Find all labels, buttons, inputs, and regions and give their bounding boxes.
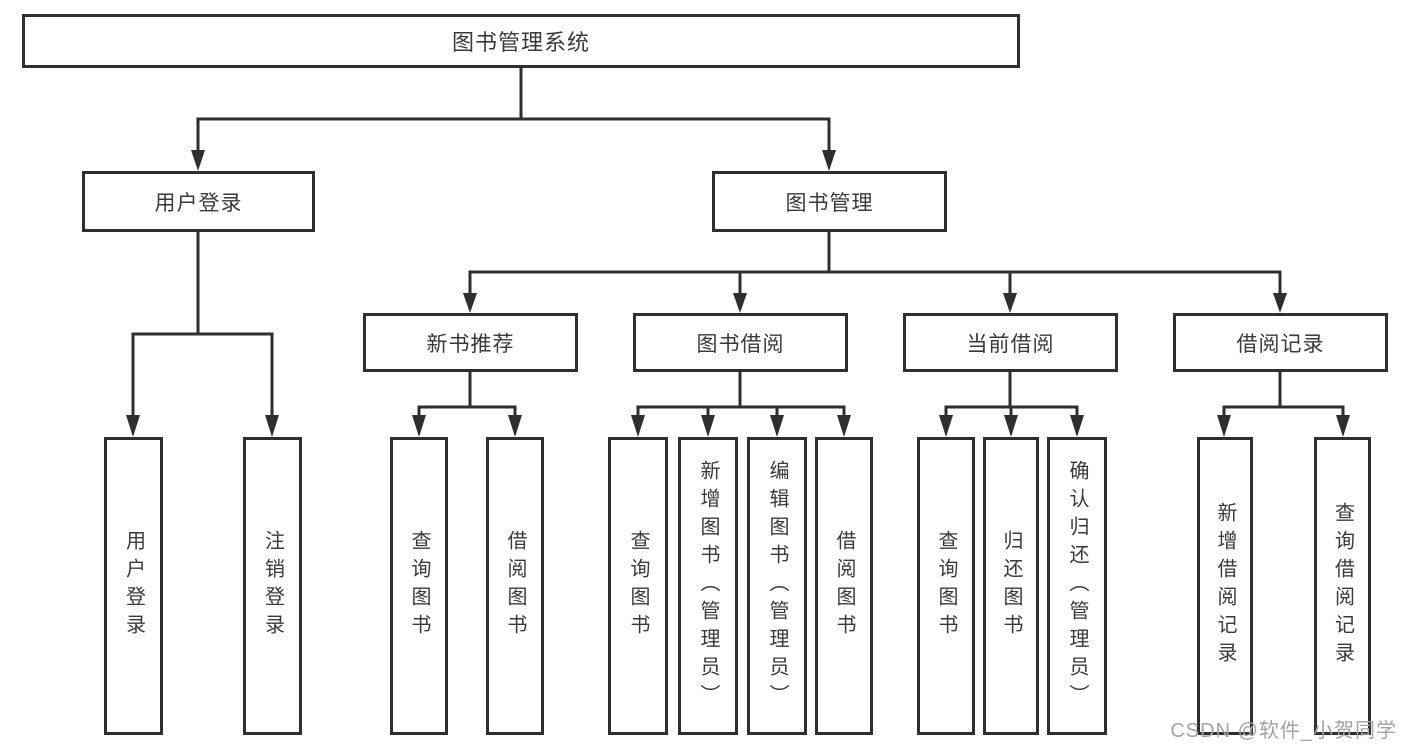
leaf-records-query: 查询借阅记录 <box>1314 437 1371 735</box>
node-user-login: 用户登录 <box>82 171 315 232</box>
leaf-newbook-query: 查询图书 <box>390 437 448 735</box>
node-label: 当前借阅 <box>966 332 1055 356</box>
leaf-label: 用户登录 <box>122 530 145 642</box>
node-label: 图书借阅 <box>696 332 785 356</box>
node-book-management: 图书管理 <box>712 171 947 232</box>
leaf-records-add: 新增借阅记录 <box>1197 437 1253 735</box>
leaf-label: 查询图书 <box>935 530 957 642</box>
node-label: 图书管理系统 <box>451 30 590 55</box>
leaf-user-login: 用户登录 <box>104 437 163 735</box>
node-root: 图书管理系统 <box>22 14 1020 68</box>
leaf-newbook-borrow: 借阅图书 <box>486 437 544 735</box>
leaf-borrow-query: 查询图书 <box>608 437 668 735</box>
node-label: 新书推荐 <box>426 332 515 356</box>
leaf-label: 归还图书 <box>1000 530 1022 642</box>
leaf-current-query: 查询图书 <box>917 437 975 735</box>
leaf-label: 查询图书 <box>627 530 649 642</box>
leaf-label: 确认归还（管理员） <box>1066 460 1088 712</box>
leaf-borrow-add-admin: 新增图书（管理员） <box>678 437 738 735</box>
node-book-borrow: 图书借阅 <box>633 313 848 372</box>
watermark: CSDN @软件_小贺同学 <box>1170 720 1397 742</box>
leaf-current-confirm-admin: 确认归还（管理员） <box>1047 437 1107 735</box>
leaf-label: 新增图书（管理员） <box>697 460 719 712</box>
leaf-logout: 注销登录 <box>243 437 302 735</box>
leaf-label: 注销登录 <box>261 530 284 642</box>
leaf-label: 借阅图书 <box>504 530 526 642</box>
node-label: 用户登录 <box>154 191 243 215</box>
leaf-label: 查询借阅记录 <box>1331 502 1354 670</box>
node-label: 图书管理 <box>785 191 874 215</box>
leaf-label: 借阅图书 <box>833 530 855 642</box>
node-label: 借阅记录 <box>1236 332 1325 356</box>
leaf-borrow-borrow: 借阅图书 <box>815 437 873 735</box>
leaf-current-return: 归还图书 <box>983 437 1039 735</box>
node-current-borrow: 当前借阅 <box>903 313 1118 372</box>
leaf-label: 查询图书 <box>408 530 430 642</box>
leaf-label: 新增借阅记录 <box>1214 502 1236 670</box>
node-new-book-recommend: 新书推荐 <box>363 313 578 372</box>
leaf-borrow-edit-admin: 编辑图书（管理员） <box>747 437 807 735</box>
leaf-label: 编辑图书（管理员） <box>766 460 788 712</box>
node-borrow-records: 借阅记录 <box>1173 313 1388 372</box>
